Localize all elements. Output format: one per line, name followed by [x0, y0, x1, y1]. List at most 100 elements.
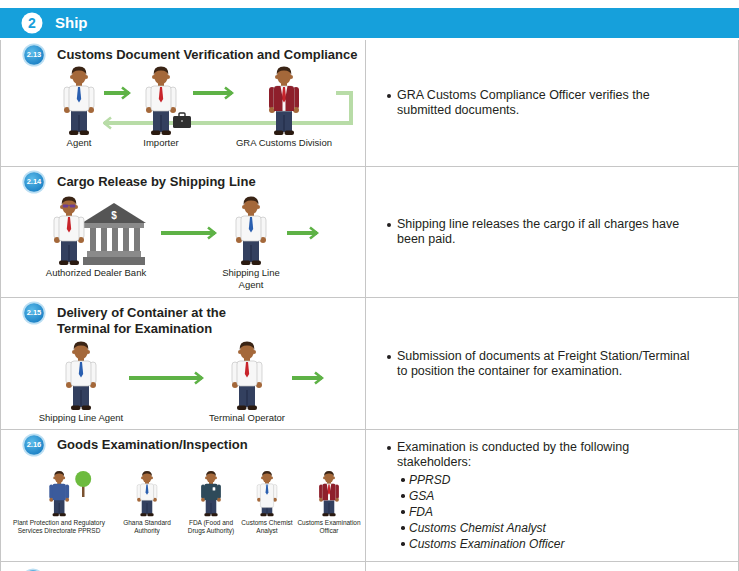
tree-crown — [75, 471, 91, 487]
step-cell: 2.13AgentImporterGRA Customs DivisionCus… — [0, 40, 366, 167]
shoe — [252, 261, 262, 266]
tie — [77, 87, 81, 103]
shoe — [71, 406, 81, 411]
head — [55, 472, 64, 483]
description-item: Examination is conducted by the followin… — [365, 440, 738, 470]
step-cell: 2.15Shipping Line AgentTerminal Operator… — [0, 298, 366, 430]
bank-roof — [82, 203, 146, 223]
stakeholder-label: FDA (Food and Drugs Authority) — [184, 519, 238, 534]
shoe — [59, 261, 69, 266]
person-figure — [236, 197, 266, 265]
description-text: Submission of documents at Freight Stati… — [397, 349, 697, 379]
hair — [54, 471, 64, 477]
person-figure — [201, 471, 221, 516]
person-figure — [66, 342, 96, 410]
leg-gap — [211, 503, 212, 514]
leg-gap — [329, 503, 330, 514]
glasses — [63, 205, 68, 208]
jacket — [286, 86, 295, 111]
glasses — [68, 205, 70, 206]
shoe — [82, 406, 92, 411]
bank-figure — [82, 203, 146, 265]
stakeholder-figure: Agent — [54, 65, 104, 149]
section-number: 2 — [21, 12, 43, 34]
person-figure — [54, 197, 84, 265]
person-figure — [137, 471, 157, 516]
bank-beam — [84, 223, 144, 228]
bank-column — [134, 227, 140, 251]
briefcase-clasp — [181, 120, 183, 122]
badge — [213, 487, 216, 490]
bullet-dot — [387, 223, 391, 227]
stakeholder-label: Ghana Standard Authority — [111, 519, 183, 534]
torso — [140, 484, 153, 501]
torso — [59, 216, 79, 241]
head — [154, 68, 168, 85]
next-step-circle — [21, 568, 44, 571]
stakeholder-label: Customs Chemist Analyst — [240, 519, 294, 534]
bank-step — [83, 257, 145, 265]
leg-gap — [79, 115, 80, 131]
flow-arrow — [161, 231, 215, 235]
step-title: Delivery of Container at the Terminal fo… — [57, 298, 269, 337]
lab-coat — [260, 484, 273, 508]
description-cell: Shipping line releases the cargo if all … — [365, 167, 739, 298]
shoe — [70, 261, 80, 266]
step-number-text: 2.14 — [22, 170, 46, 194]
figure-drawing — [184, 470, 238, 517]
table-border — [0, 562, 1, 571]
description-cell: GRA Customs Compliance Officer verifies … — [365, 40, 739, 167]
description-text: Customs Examination Officer — [409, 536, 709, 552]
description-item: PPRSD — [365, 472, 738, 488]
stakeholder-label: Plant Protection and Regulatory Services… — [9, 519, 109, 534]
hair — [72, 67, 87, 75]
torso — [204, 484, 217, 501]
step-cell: 2.14$Authorized Dealer BankShipping Line… — [0, 167, 366, 298]
case-figure — [173, 113, 191, 128]
description-text: FDA — [409, 504, 709, 520]
figure-drawing — [240, 470, 294, 517]
shoe — [60, 513, 66, 516]
stakeholder-figure: Shipping Line Agent — [215, 195, 287, 291]
hair — [142, 471, 152, 477]
jacket — [330, 484, 336, 501]
torso — [237, 361, 257, 386]
figure-drawing — [54, 65, 104, 135]
hair — [62, 197, 77, 205]
shoe — [147, 513, 153, 516]
flow-arrow — [104, 93, 351, 123]
person-figure — [146, 67, 176, 135]
stakeholder-figure: Shipping Line Agent — [33, 340, 129, 424]
torso — [71, 361, 91, 386]
stakeholder-label: Shipping Line Agent — [33, 412, 129, 424]
person-figure — [232, 342, 262, 410]
flow-arrow — [193, 91, 232, 95]
person-figure — [319, 471, 339, 516]
shoe — [69, 131, 79, 136]
stakeholder-figure: Importer — [129, 65, 193, 149]
stakeholder-label: GRA Customs Division — [232, 137, 336, 149]
trousers — [71, 108, 87, 132]
shoe — [322, 513, 328, 516]
shoe — [151, 131, 161, 136]
head — [240, 343, 254, 360]
step-number: 2.15 — [22, 301, 46, 325]
bank-column — [112, 227, 118, 251]
description-text: Shipping line releases the cargo if all … — [397, 217, 697, 247]
head — [74, 343, 88, 360]
stakeholder-figure: Customs Examination Officar — [296, 470, 362, 534]
head — [262, 472, 271, 483]
stakeholder-label: Shipping Line Agent — [215, 267, 287, 291]
shoe — [237, 406, 247, 411]
figure-drawing — [111, 470, 183, 517]
step-number-text: 2.16 — [22, 433, 46, 457]
shoe — [162, 131, 172, 136]
step-number-text: 2.15 — [22, 301, 46, 325]
stakeholder-figure: Plant Protection and Regulatory Services… — [9, 470, 109, 534]
description-text: PPRSD — [409, 472, 709, 488]
callout-ring — [22, 170, 45, 193]
hair — [154, 67, 169, 75]
stakeholder-label: Authorized Dealer Bank — [31, 267, 161, 279]
callout-ring — [22, 43, 45, 66]
step-number-text: 2.13 — [22, 43, 46, 67]
